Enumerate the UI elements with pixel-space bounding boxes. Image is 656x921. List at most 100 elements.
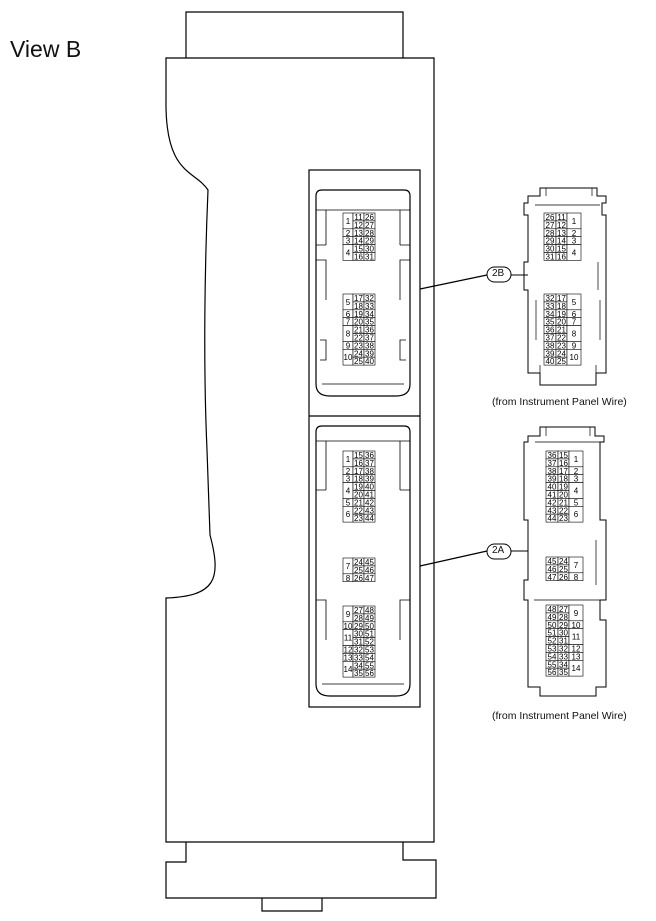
- housing-2b-outline: [315, 189, 411, 397]
- pin-53: 53: [548, 644, 557, 653]
- pin-53: 53: [365, 645, 374, 654]
- pin-9: 9: [346, 341, 351, 350]
- pin-16: 16: [354, 252, 363, 261]
- pin-46: 46: [365, 566, 374, 575]
- pin-7: 7: [346, 562, 351, 571]
- pin-10: 10: [344, 353, 353, 362]
- pin-37: 37: [548, 459, 557, 468]
- connector-panel-frame: [308, 169, 421, 708]
- pin-3: 3: [574, 475, 579, 484]
- pin-14: 14: [572, 664, 581, 673]
- pin-30: 30: [559, 629, 568, 638]
- pin-40-box: [363, 356, 376, 366]
- pin-24: 24: [354, 558, 363, 567]
- pin-6: 6: [346, 310, 351, 319]
- leader-line-2b: [419, 274, 488, 290]
- pin-24: 24: [354, 349, 363, 358]
- pin-32: 32: [546, 294, 555, 303]
- pin-39: 39: [548, 475, 557, 484]
- pin-18: 18: [559, 475, 568, 484]
- pin-17: 17: [557, 294, 566, 303]
- pin-38: 38: [548, 467, 557, 476]
- pin-31-box: [363, 252, 376, 261]
- pin-35: 35: [354, 669, 363, 678]
- pin-35: 35: [546, 318, 555, 327]
- pin-15: 15: [354, 245, 363, 254]
- pin-55: 55: [548, 660, 557, 669]
- pin-1: 1: [574, 455, 579, 464]
- pin-47-box: [363, 573, 376, 582]
- pin-7: 7: [574, 561, 579, 570]
- pin-35: 35: [559, 668, 568, 677]
- pin-2: 2: [346, 467, 351, 476]
- pin-51: 51: [365, 630, 374, 639]
- pin-25: 25: [557, 357, 566, 366]
- pin-50: 50: [548, 621, 557, 630]
- pin-3: 3: [346, 237, 351, 246]
- pin-21: 21: [354, 326, 363, 335]
- pin-22: 22: [354, 333, 363, 342]
- pin-36: 36: [546, 326, 555, 335]
- pin-28: 28: [559, 613, 568, 622]
- pin-17: 17: [354, 467, 363, 476]
- pin-28: 28: [354, 614, 363, 623]
- leader-line-2a: [419, 550, 488, 567]
- pin-4: 4: [346, 249, 351, 258]
- pin-43: 43: [548, 506, 557, 515]
- pin-22: 22: [354, 506, 363, 515]
- pin-11: 11: [572, 633, 581, 642]
- pin-31: 31: [365, 252, 374, 261]
- pin-8: 8: [574, 573, 579, 582]
- pin-29: 29: [354, 622, 363, 631]
- pin-41: 41: [365, 490, 374, 499]
- pin-52: 52: [548, 637, 557, 646]
- pin-17: 17: [559, 467, 568, 476]
- pin-43: 43: [365, 506, 374, 515]
- pin-20: 20: [557, 318, 566, 327]
- pin-54: 54: [365, 653, 374, 662]
- pin-8: 8: [346, 574, 351, 583]
- pin-10: 10: [344, 622, 353, 631]
- pin-47: 47: [365, 574, 374, 583]
- pin-19: 19: [559, 483, 568, 492]
- pin-24: 24: [559, 557, 568, 566]
- pin-5: 5: [574, 498, 579, 507]
- pin-12: 12: [344, 645, 353, 654]
- pin-23: 23: [559, 514, 568, 523]
- pin-17: 17: [354, 294, 363, 303]
- pin-21: 21: [559, 498, 568, 507]
- pin-36: 36: [548, 451, 557, 460]
- pin-33: 33: [365, 302, 374, 311]
- pin-23: 23: [557, 341, 566, 350]
- pin-16: 16: [557, 252, 566, 261]
- pin-14: 14: [354, 237, 363, 246]
- caption-2b: (from Instrument Panel Wire): [492, 396, 627, 408]
- pin-19: 19: [354, 310, 363, 319]
- pin-5: 5: [346, 498, 351, 507]
- pin-23: 23: [354, 341, 363, 350]
- pin-40: 40: [548, 483, 557, 492]
- pin-4: 4: [346, 487, 351, 496]
- pin-14: 14: [557, 237, 566, 246]
- pin-22: 22: [559, 506, 568, 515]
- pin-39: 39: [365, 475, 374, 484]
- pin-32: 32: [365, 294, 374, 303]
- pin-27: 27: [559, 605, 568, 614]
- pin-48: 48: [548, 605, 557, 614]
- pin-23: 23: [354, 514, 363, 523]
- block-bottom-notch: [261, 898, 323, 912]
- pin-29: 29: [546, 237, 555, 246]
- pin-11: 11: [344, 634, 353, 643]
- pin-25: 25: [354, 357, 363, 366]
- pin-29: 29: [559, 621, 568, 630]
- pin-35: 35: [365, 318, 374, 327]
- pin-40: 40: [546, 357, 555, 366]
- pin-14: 14: [344, 665, 353, 674]
- pin-36: 36: [365, 451, 374, 460]
- pin-6: 6: [572, 310, 577, 319]
- pin-54: 54: [548, 652, 557, 661]
- pin-44: 44: [365, 514, 374, 523]
- pin-38: 38: [546, 341, 555, 350]
